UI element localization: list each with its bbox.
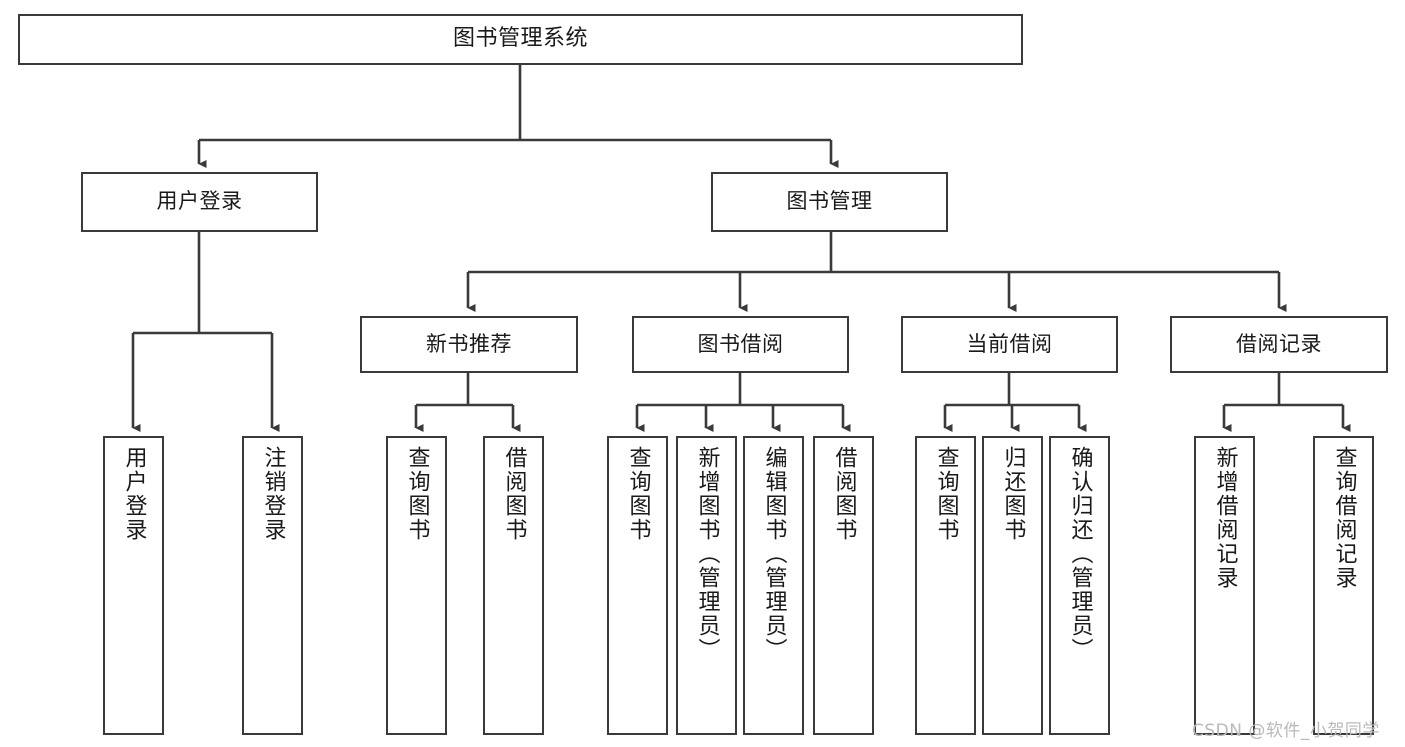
node-label: 用户登录 <box>121 446 147 542</box>
node-label: 查询图书 <box>625 446 651 542</box>
node-label: 图书管理系统 <box>452 26 588 52</box>
leaf-borrow-record-add[interactable]: 新增借阅记录 <box>1194 436 1255 735</box>
node-label: 借阅图书 <box>831 446 857 542</box>
node-label: 新增图书（管理员） <box>694 446 720 662</box>
node-label: 当前借阅 <box>966 331 1053 356</box>
node-book-management[interactable]: 图书管理 <box>711 172 948 232</box>
leaf-user-login-logout[interactable]: 注销登录 <box>242 436 303 735</box>
leaf-borrow-record-query[interactable]: 查询借阅记录 <box>1313 436 1374 735</box>
node-label: 编辑图书（管理员） <box>761 446 787 662</box>
leaf-new-book-borrow[interactable]: 借阅图书 <box>483 436 544 735</box>
node-label: 图书借阅 <box>697 331 784 356</box>
watermark-text: CSDN @软件_小贺同学 <box>1192 721 1380 741</box>
node-new-book-recommend[interactable]: 新书推荐 <box>360 316 578 373</box>
leaf-book-borrow-query[interactable]: 查询图书 <box>607 436 668 735</box>
leaf-user-login-login[interactable]: 用户登录 <box>103 436 164 735</box>
node-label: 借阅记录 <box>1236 331 1322 356</box>
node-label: 用户登录 <box>156 189 243 214</box>
node-label: 图书管理 <box>786 189 873 214</box>
leaf-current-borrow-return[interactable]: 归还图书 <box>982 436 1043 735</box>
node-borrow-record[interactable]: 借阅记录 <box>1170 316 1388 373</box>
node-label: 查询图书 <box>404 446 430 542</box>
leaf-current-borrow-query[interactable]: 查询图书 <box>915 436 976 735</box>
leaf-book-borrow-add[interactable]: 新增图书（管理员） <box>676 436 737 735</box>
leaf-current-borrow-confirm-return[interactable]: 确认归还（管理员） <box>1049 436 1110 735</box>
node-label: 归还图书 <box>1000 446 1026 542</box>
node-label: 查询图书 <box>933 446 959 542</box>
node-user-login[interactable]: 用户登录 <box>81 172 318 232</box>
node-label: 新书推荐 <box>426 331 512 356</box>
leaf-new-book-query[interactable]: 查询图书 <box>386 436 447 735</box>
node-label: 查询借阅记录 <box>1331 446 1357 590</box>
leaf-book-borrow-edit[interactable]: 编辑图书（管理员） <box>743 436 804 735</box>
node-label: 借阅图书 <box>501 446 527 542</box>
node-label: 新增借阅记录 <box>1212 446 1238 590</box>
node-book-management-system[interactable]: 图书管理系统 <box>18 14 1023 65</box>
node-label: 确认归还（管理员） <box>1067 446 1093 662</box>
node-book-borrow[interactable]: 图书借阅 <box>632 316 849 373</box>
leaf-book-borrow-borrow[interactable]: 借阅图书 <box>813 436 874 735</box>
node-current-borrow[interactable]: 当前借阅 <box>901 316 1118 373</box>
node-label: 注销登录 <box>260 446 286 542</box>
